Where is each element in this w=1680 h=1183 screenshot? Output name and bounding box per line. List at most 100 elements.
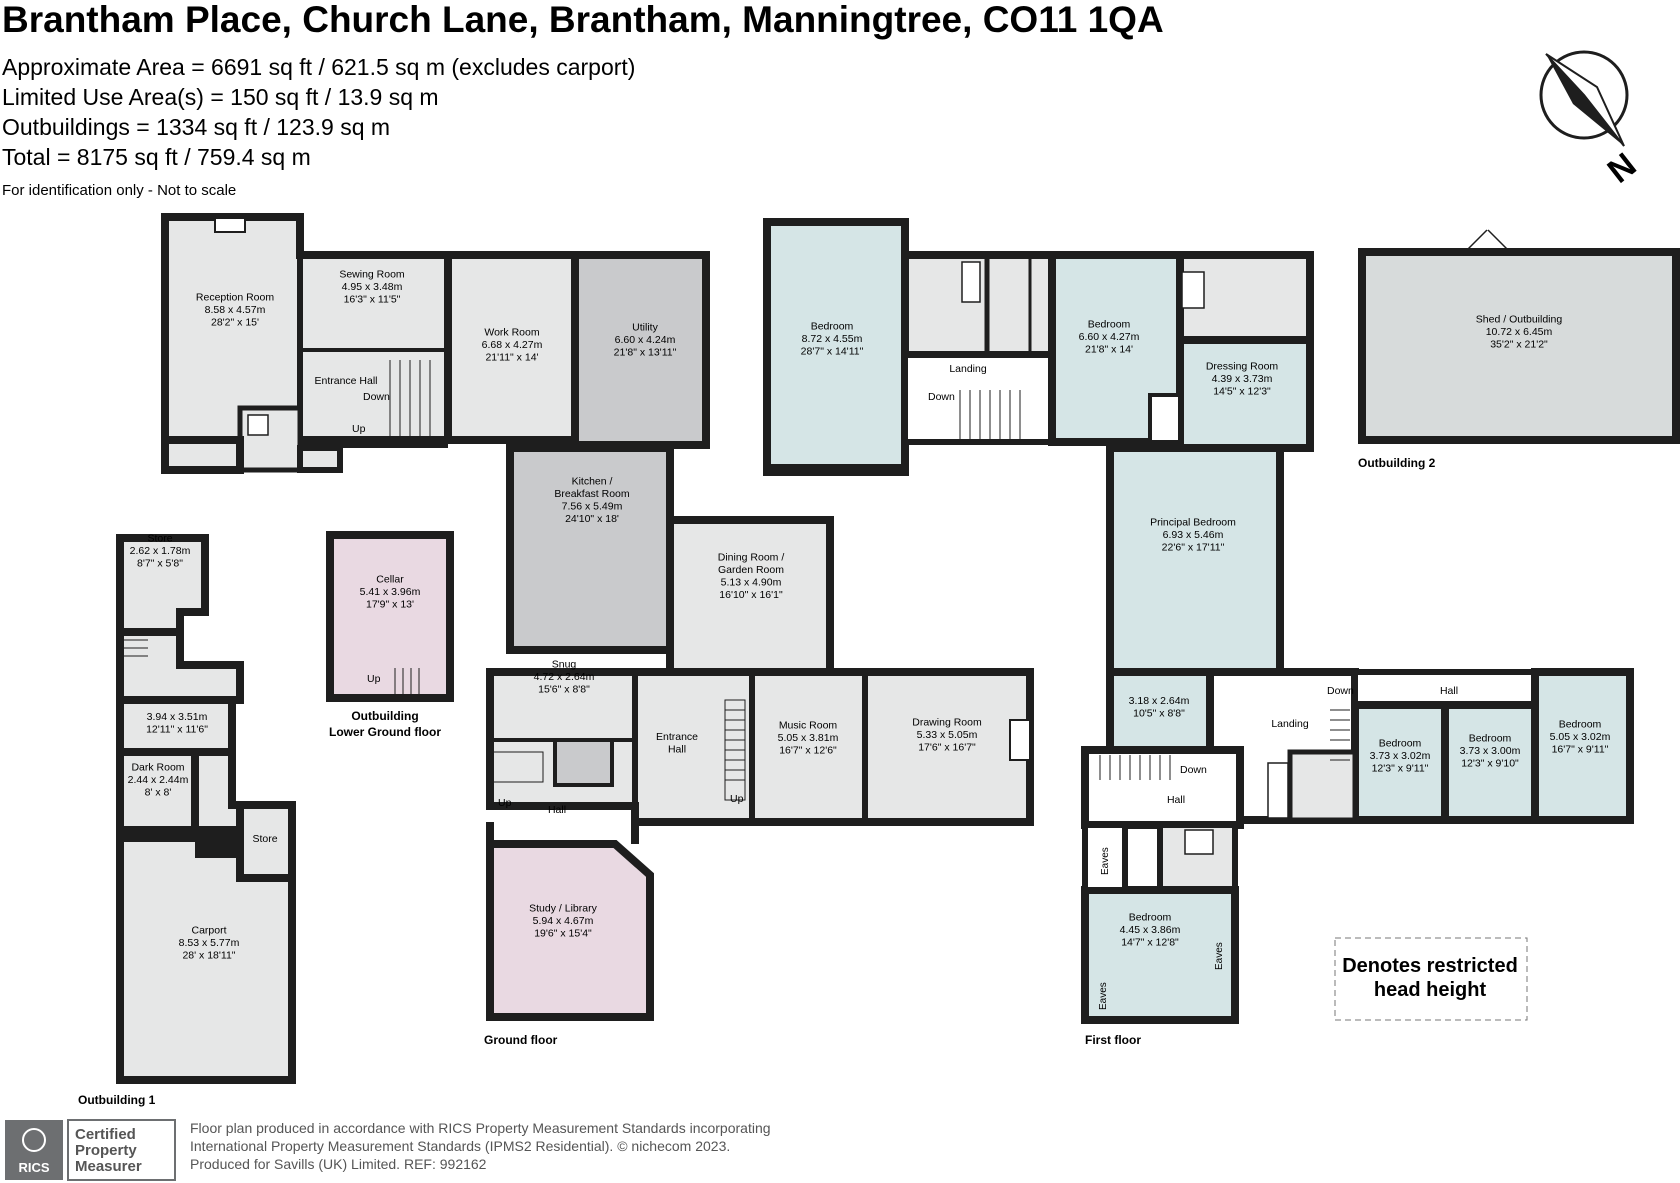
outbuilding-2: [1358, 229, 1680, 444]
room-label-line: 35'2" x 21'2": [1490, 339, 1548, 351]
room-label-line: Cellar: [376, 574, 404, 586]
stair-label: Up: [352, 423, 366, 435]
room-label-line: Dressing Room: [1206, 361, 1279, 373]
room-label-line: 5.05 x 3.81m: [778, 732, 839, 744]
room-label-line: Entrance: [656, 731, 698, 743]
room-label-line: 10'5" x 8'8": [1133, 707, 1185, 719]
compass-icon: N: [1539, 50, 1644, 191]
room-label-line: 8.53 x 5.77m: [179, 937, 240, 949]
room-label-landing-top: Landing: [949, 363, 987, 375]
room-label-line: 17'9" x 13': [366, 599, 414, 611]
rics-certification: RICS Certified Property Measurer Floor p…: [5, 1119, 771, 1181]
scale-note: For identification only - Not to scale: [2, 182, 236, 199]
room-label-line: Bedroom: [1088, 319, 1131, 331]
certified-badge: [67, 1119, 176, 1181]
room-label-line: Study / Library: [529, 903, 597, 915]
room-label-line: 21'11" x 14': [485, 352, 538, 364]
room-label-line: Snug: [552, 659, 577, 671]
caption-outbuilding-1: Outbuilding 1: [78, 1093, 156, 1107]
room-label-hall-ground: Hall: [548, 804, 566, 816]
caption-ground-floor: Ground floor: [484, 1033, 558, 1047]
room-label-line: Kitchen /: [572, 475, 613, 487]
room-label-line: 12'11" x 11'6": [146, 723, 208, 735]
stair-label: Down: [1327, 685, 1354, 697]
compass-north-label: N: [1601, 146, 1644, 191]
room-label-line: 21'8" x 13'11": [614, 347, 677, 359]
room-label-line: Garden Room: [718, 564, 784, 576]
room-label-line: 12'3" x 9'11": [1372, 763, 1429, 775]
room-label-line: 5.94 x 4.67m: [533, 915, 594, 927]
room-label-line: 14'7" x 12'8": [1121, 937, 1179, 949]
room-label-line: 16'7" x 12'6": [779, 745, 837, 757]
stair-label: Down: [1180, 764, 1207, 776]
caption-outbuilding: Outbuilding: [351, 709, 418, 723]
room-label-line: 5.33 x 5.05m: [917, 729, 978, 741]
room-label-line: 6.60 x 4.24m: [615, 334, 676, 346]
room-label-line: 24'10" x 18': [565, 513, 619, 525]
ground-floor-centre: [486, 444, 1034, 1021]
room-label-line: Music Room: [779, 720, 838, 732]
footer-line: International Property Measurement Stand…: [190, 1138, 730, 1154]
room-label-line: 28'2" x 15': [211, 317, 259, 329]
room-label-line: 14'5" x 12'3": [1213, 386, 1271, 398]
room-label-line: 4.45 x 3.86m: [1120, 924, 1181, 936]
room-label-line: 4.72 x 2.64m: [534, 671, 595, 683]
stair-label: Up: [730, 793, 744, 805]
room-label-line: 21'8" x 14': [1085, 344, 1133, 356]
room-label-line: 6.68 x 4.27m: [482, 339, 543, 351]
room-label-line: 2.62 x 1.78m: [130, 545, 191, 557]
room-label-line: Sewing Room: [339, 269, 405, 281]
room-label-line: Utility: [632, 322, 658, 334]
room-label-line: Breakfast Room: [554, 488, 630, 500]
room-label-landing-ff: Landing: [1271, 718, 1309, 730]
room-label-line: Dining Room /: [718, 551, 785, 563]
room-label-line: Bedroom: [1129, 912, 1172, 924]
eaves-label: Eaves: [1214, 942, 1225, 970]
room-label-line: 8' x 8': [145, 787, 172, 799]
stair-label: Up: [498, 797, 512, 809]
room-label-line: Work Room: [484, 327, 539, 339]
eaves-labels: Eaves Eaves Eaves: [1098, 847, 1225, 1010]
room-label-line: 16'3" x 11'5": [344, 294, 401, 306]
room-label-line: 3.94 x 3.51m: [147, 711, 208, 723]
stair-labels: Down Up Up Up Up Down Down Down: [352, 391, 1354, 809]
room-label-line: 28'7" x 14'11": [801, 346, 864, 358]
room-label-line: 3.73 x 3.02m: [1370, 750, 1431, 762]
outbuildings-area: Outbuildings = 1334 sq ft / 123.9 sq m: [2, 114, 390, 140]
room-label-line: 4.39 x 3.73m: [1212, 373, 1273, 385]
eaves-label: Eaves: [1100, 847, 1111, 875]
room-label-line: Hall: [1167, 794, 1185, 806]
room-label-store-small: Store: [252, 833, 277, 845]
room-label-line: 22'6" x 17'11": [1162, 542, 1225, 554]
first-floor-upper-wing: [763, 218, 1314, 476]
room-label-line: Hall: [1440, 685, 1458, 697]
restricted-height-legend: Denotes restricted head height: [1334, 937, 1528, 1021]
room-label-line: 7.56 x 5.49m: [562, 500, 623, 512]
room-label-line: Reception Room: [196, 292, 274, 304]
room-label-line: 3.18 x 2.64m: [1129, 695, 1190, 707]
room-label-hall-ff2: Hall: [1167, 794, 1185, 806]
room-label-line: 8.72 x 4.55m: [802, 333, 863, 345]
stair-label: Up: [367, 673, 381, 685]
room-label-line: Landing: [949, 363, 987, 375]
room-label-line: Drawing Room: [912, 717, 982, 729]
badge-line: Property: [75, 1142, 137, 1159]
room-label-line: Store: [252, 833, 277, 845]
